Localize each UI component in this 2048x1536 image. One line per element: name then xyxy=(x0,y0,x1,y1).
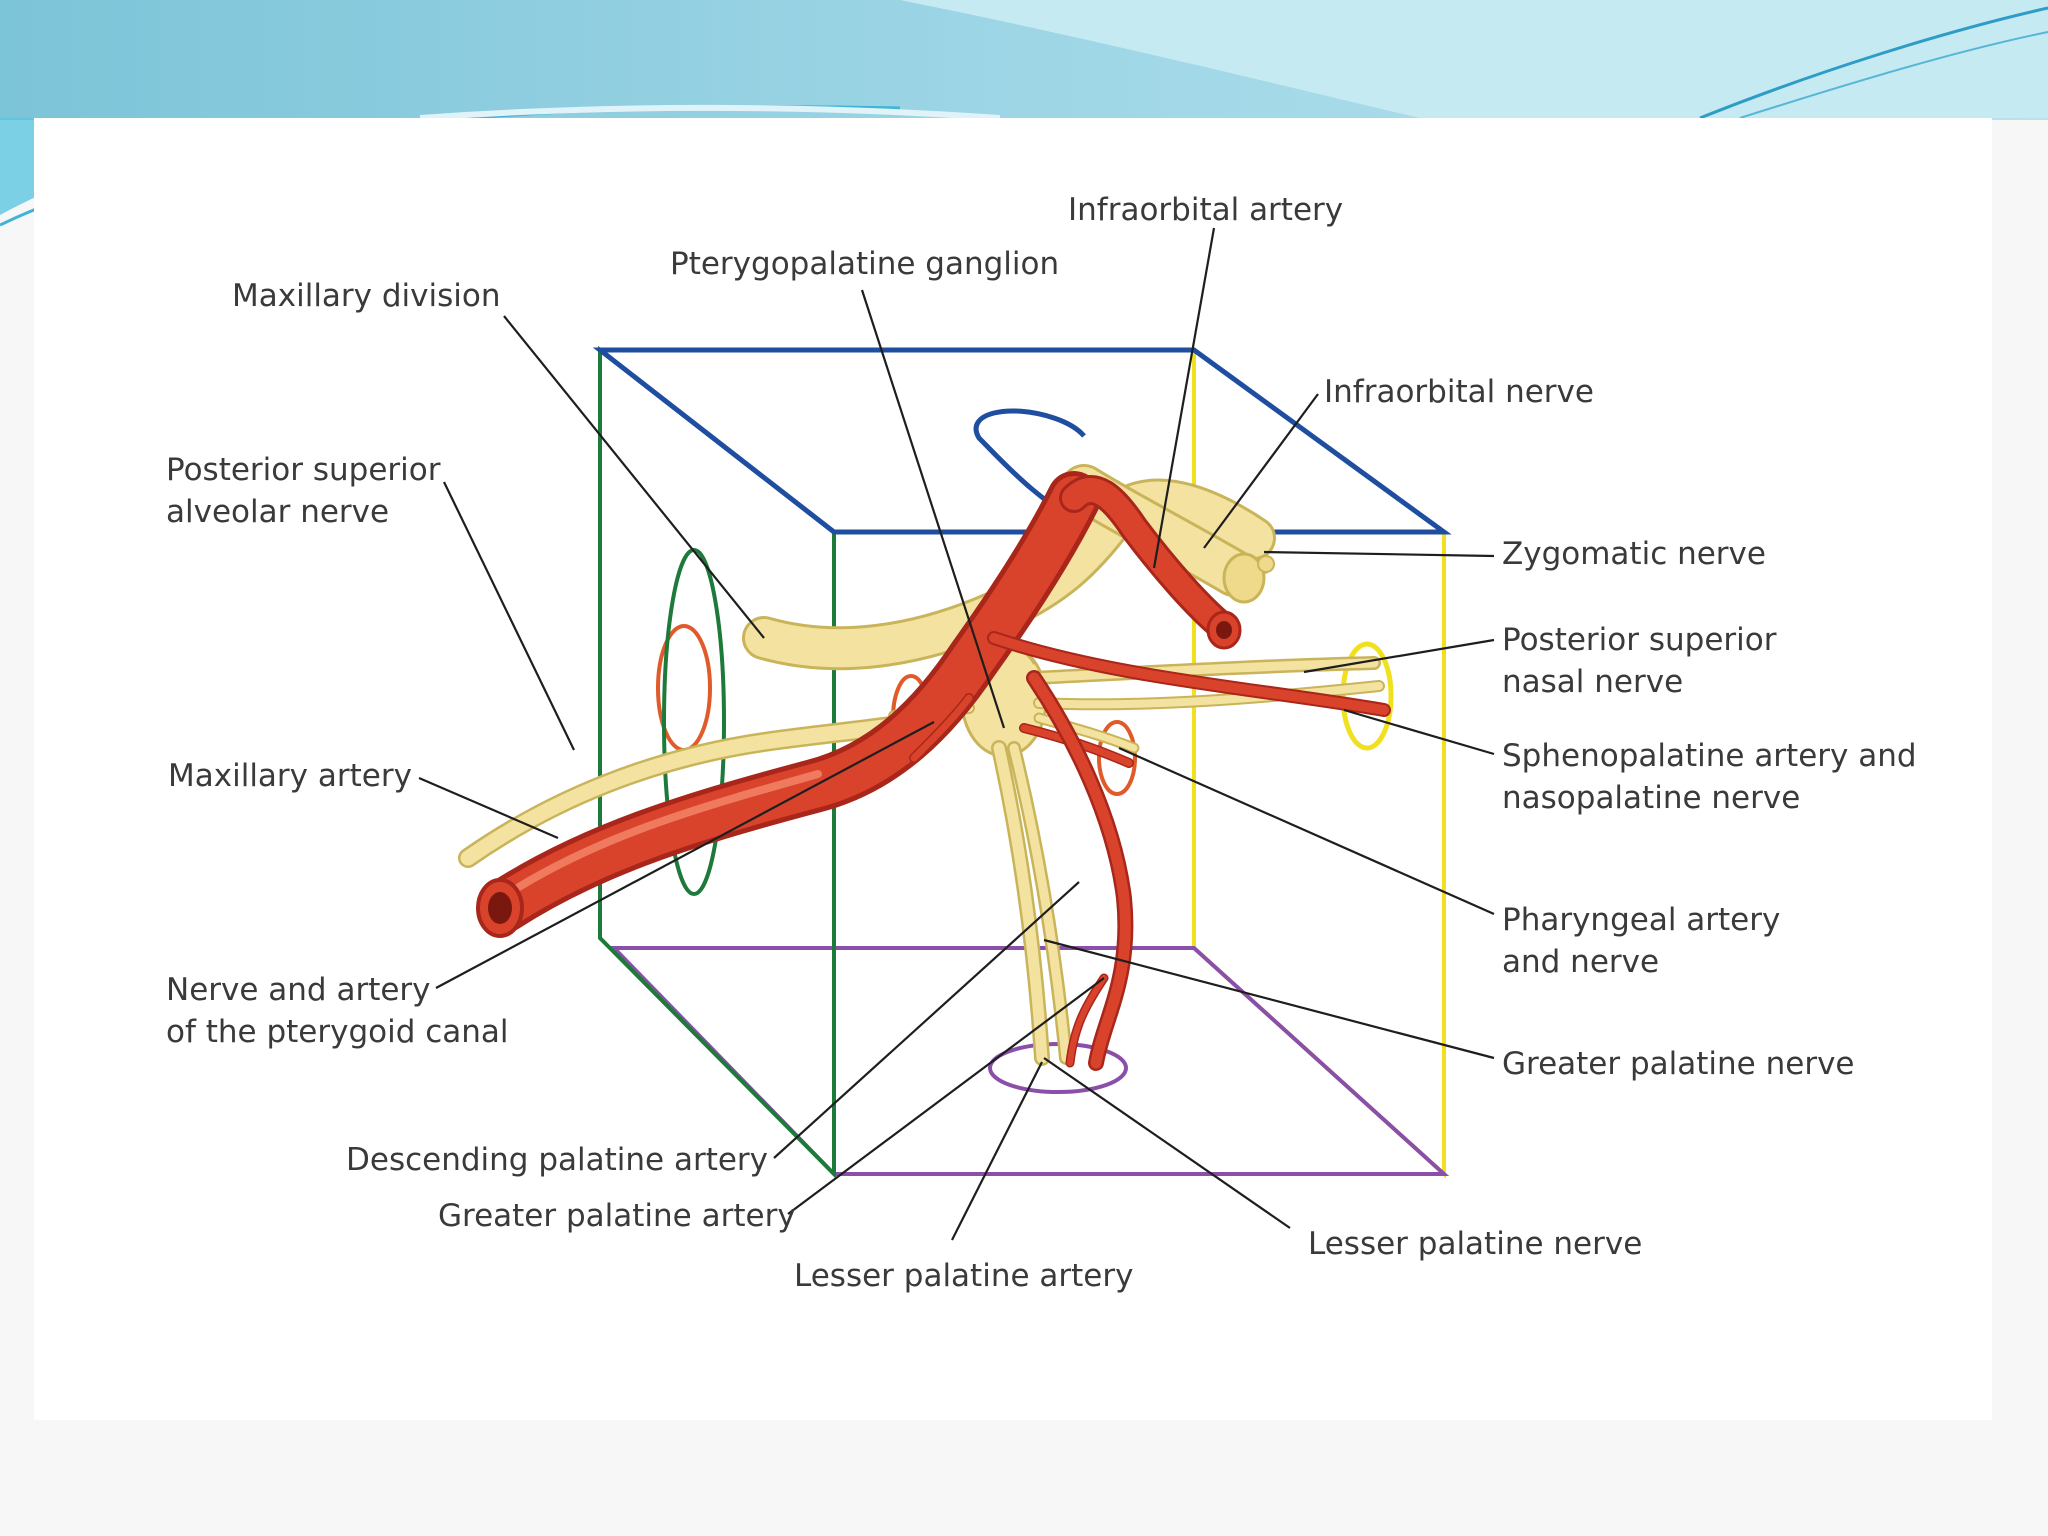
content-panel: Infraorbital artery Pterygopalatine gang… xyxy=(34,118,1992,1420)
artery-structures xyxy=(477,471,1391,1071)
label-greater-palatine-nerve: Greater palatine nerve xyxy=(1502,1046,1855,1082)
maxillary-artery-cut-end xyxy=(476,878,524,938)
label-descending-palatine-artery: Descending palatine artery xyxy=(346,1142,768,1178)
header-wave xyxy=(0,0,2048,227)
label-lesser-palatine-nerve: Lesser palatine nerve xyxy=(1308,1226,1642,1262)
pharyngeal-canal-ring xyxy=(1097,720,1137,796)
label-zygomatic-nerve: Zygomatic nerve xyxy=(1502,536,1766,572)
label-pterygopalatine-ganglion: Pterygopalatine ganglion xyxy=(670,246,1059,282)
label-sphenopalatine-artery-nasopalatine-nerve: Sphenopalatine artery and nasopalatine n… xyxy=(1502,738,1926,816)
label-greater-palatine-artery: Greater palatine artery xyxy=(438,1198,796,1234)
sphenopalatine-foramen-ring xyxy=(1340,641,1394,751)
label-infraorbital-artery: Infraorbital artery xyxy=(1068,192,1343,228)
label-posterior-superior-alveolar-nerve: Posterior superior alveolar nerve xyxy=(166,452,450,530)
box-left-face xyxy=(598,345,836,1179)
label-nerve-artery-pterygoid-canal: Nerve and artery of the pterygoid canal xyxy=(166,972,509,1050)
label-posterior-superior-nasal-nerve: Posterior superior nasal nerve xyxy=(1502,622,1786,700)
box-right-face xyxy=(1192,346,1446,1179)
label-maxillary-division: Maxillary division xyxy=(232,278,501,314)
label-infraorbital-nerve: Infraorbital nerve xyxy=(1324,374,1594,410)
label-pharyngeal-artery-nerve: Pharyngeal artery and nerve xyxy=(1502,902,1790,980)
box-top-notch xyxy=(973,408,1096,535)
label-maxillary-artery: Maxillary artery xyxy=(168,758,412,794)
box-top-face xyxy=(592,347,1452,535)
label-lesser-palatine-artery: Lesser palatine artery xyxy=(794,1258,1133,1294)
pterygopalatine-fossa-diagram: Infraorbital artery Pterygopalatine gang… xyxy=(166,192,1926,1294)
leader-lines xyxy=(418,227,1495,1241)
infraorbital-artery-cut-end xyxy=(1206,610,1242,650)
